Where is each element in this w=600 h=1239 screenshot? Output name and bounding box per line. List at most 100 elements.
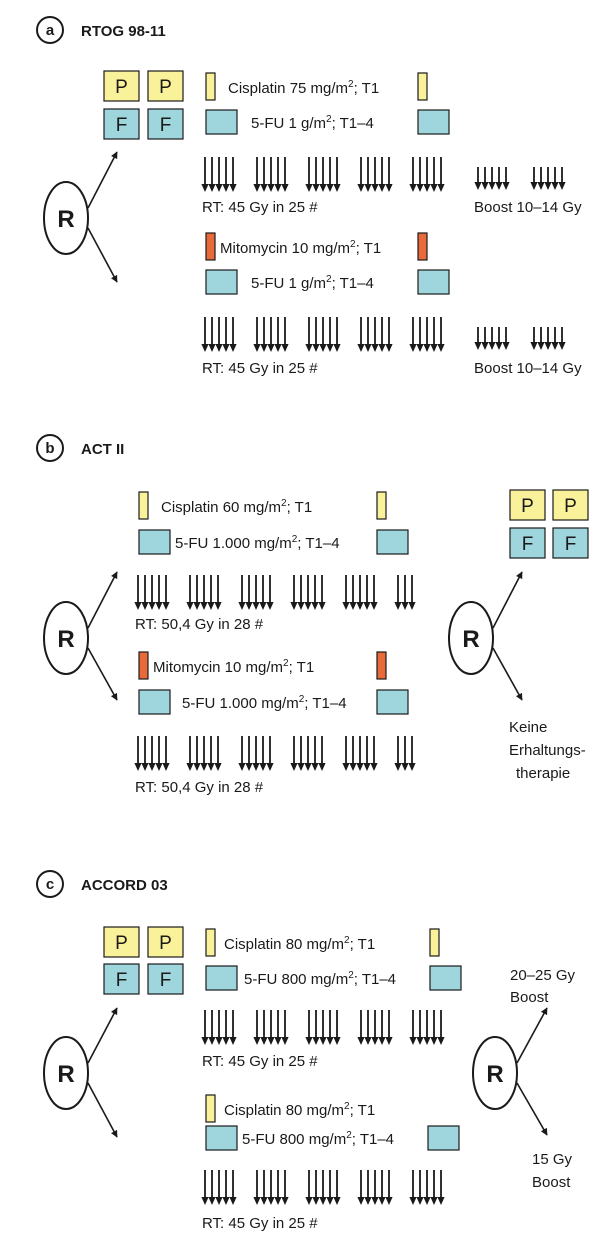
fraction-arrow-head: [364, 1197, 372, 1205]
arm2-drug-label: Cisplatin 80 mg/m2; T1: [224, 1101, 375, 1119]
fraction-arrow-head: [229, 1037, 237, 1045]
fraction-arrow-head: [201, 344, 209, 352]
randomization-node: [448, 601, 494, 675]
p-badge-label: P: [159, 77, 172, 98]
arm1-drug-label: Cisplatin 75 mg/m2; T1: [228, 79, 379, 97]
fraction-arrow-head: [260, 1037, 268, 1045]
randomization-label: R: [486, 1061, 503, 1088]
fraction-arrow-head: [148, 602, 156, 610]
f-badge: [509, 527, 546, 559]
fraction-arrow-head: [357, 344, 365, 352]
fraction-arrow-head: [409, 1197, 417, 1205]
fraction-arrow-head: [215, 184, 223, 192]
fraction-arrow-head: [155, 763, 163, 771]
fraction-arrow-head: [409, 184, 417, 192]
no-maintenance-line-1: Keine: [509, 719, 547, 736]
fraction-arrow-head: [371, 344, 379, 352]
fraction-arrow-head: [305, 1037, 313, 1045]
fraction-arrow-head: [312, 1037, 320, 1045]
fu-infusion-block: [417, 109, 450, 135]
f-badge-label: F: [522, 534, 534, 555]
fraction-arrow-head: [357, 184, 365, 192]
p-badge: [147, 926, 184, 958]
f-badge-label: F: [160, 115, 172, 136]
fraction-arrow-head: [201, 184, 209, 192]
fraction-arrow-head: [222, 1037, 230, 1045]
fraction-arrow-head: [430, 1197, 438, 1205]
fraction-arrow-head: [274, 1037, 282, 1045]
arm1-fu-label: 5-FU 800 mg/m2; T1–4: [244, 970, 396, 988]
panel-a-pf-badges: P P F F: [103, 70, 184, 140]
fraction-arrow-head: [488, 182, 496, 190]
fraction-arrow-head: [259, 602, 267, 610]
arm2-drug-label: Mitomycin 10 mg/m2; T1: [153, 658, 314, 676]
boost-fraction-arrows: [474, 167, 566, 190]
fraction-arrow-head: [281, 1197, 289, 1205]
fraction-arrow-head: [260, 1197, 268, 1205]
fraction-arrow-head: [266, 763, 274, 771]
mitomycin-marker: [417, 232, 428, 261]
boost-low-label: Boost: [532, 1174, 571, 1191]
fraction-arrow-head: [326, 344, 334, 352]
fraction-arrow-head: [385, 1197, 393, 1205]
fraction-arrow-head: [537, 182, 545, 190]
fraction-arrow-head: [378, 344, 386, 352]
fraction-arrow-head: [318, 602, 326, 610]
fraction-arrow-head: [342, 602, 350, 610]
arm1-drug-label: Cisplatin 80 mg/m2; T1: [224, 935, 375, 953]
fraction-arrow-head: [297, 763, 305, 771]
boost-high-dose: 20–25 Gy: [510, 967, 576, 984]
fraction-arrow-head: [544, 182, 552, 190]
arm2-rt-label: RT: 50,4 Gy in 28 #: [135, 779, 264, 796]
fraction-arrow-head: [229, 184, 237, 192]
fraction-arrow-head: [474, 182, 482, 190]
fraction-arrow-head: [312, 1197, 320, 1205]
fraction-arrow-head: [215, 344, 223, 352]
arm-arrow-lower: [87, 647, 118, 701]
fu-infusion-block: [427, 1125, 460, 1151]
arm2-fu-label: 5-FU 800 mg/m2; T1–4: [242, 1130, 394, 1148]
fraction-arrow-head: [186, 763, 194, 771]
fu-infusion-block: [205, 109, 238, 135]
p-badge: [552, 489, 589, 521]
fu-infusion-block: [138, 689, 171, 715]
mitomycin-marker: [205, 232, 216, 261]
fraction-arrow-head: [333, 344, 341, 352]
arm-arrow-lower: [87, 1082, 118, 1138]
fraction-arrow-head: [274, 1197, 282, 1205]
fraction-arrow-head: [430, 344, 438, 352]
fraction-arrow-head: [394, 602, 402, 610]
cisplatin-marker: [205, 928, 216, 957]
rt-fraction-arrows: [201, 1170, 445, 1205]
arm-arrow-upper: [492, 571, 523, 629]
arm-arrow-upper: [87, 571, 118, 629]
fu-infusion-block: [205, 1125, 238, 1151]
panel-b-letter-circle: [36, 434, 64, 462]
p-badge: [103, 70, 140, 102]
fraction-arrow-head: [326, 1197, 334, 1205]
fraction-arrow-head: [201, 1037, 209, 1045]
fraction-arrow-head: [208, 184, 216, 192]
fraction-arrow-head: [222, 344, 230, 352]
fraction-arrow-head: [318, 763, 326, 771]
fraction-arrow-head: [394, 763, 402, 771]
randomization-label: R: [57, 206, 74, 233]
randomization-node: [472, 1036, 518, 1110]
fraction-arrow-head: [319, 1037, 327, 1045]
fraction-arrow-head: [319, 344, 327, 352]
fraction-arrow-head: [357, 1037, 365, 1045]
p-badge-label: P: [115, 77, 128, 98]
fraction-arrow-head: [349, 763, 357, 771]
panel-c: c ACCORD 03 P P F F R Cisplatin 80 mg/m2…: [36, 870, 576, 1232]
fraction-arrow-head: [437, 1037, 445, 1045]
panel-a: a RTOG 98-11 P P F F R Cisplatin 75 mg/m…: [36, 16, 582, 377]
fraction-arrow-head: [229, 1197, 237, 1205]
fraction-arrow-head: [356, 602, 364, 610]
fraction-arrow-head: [304, 763, 312, 771]
fraction-arrow-head: [333, 1037, 341, 1045]
fraction-arrow-head: [162, 763, 170, 771]
fraction-arrow-head: [215, 1197, 223, 1205]
randomization-label: R: [57, 1061, 74, 1088]
rt-fraction-arrows: [134, 575, 416, 610]
